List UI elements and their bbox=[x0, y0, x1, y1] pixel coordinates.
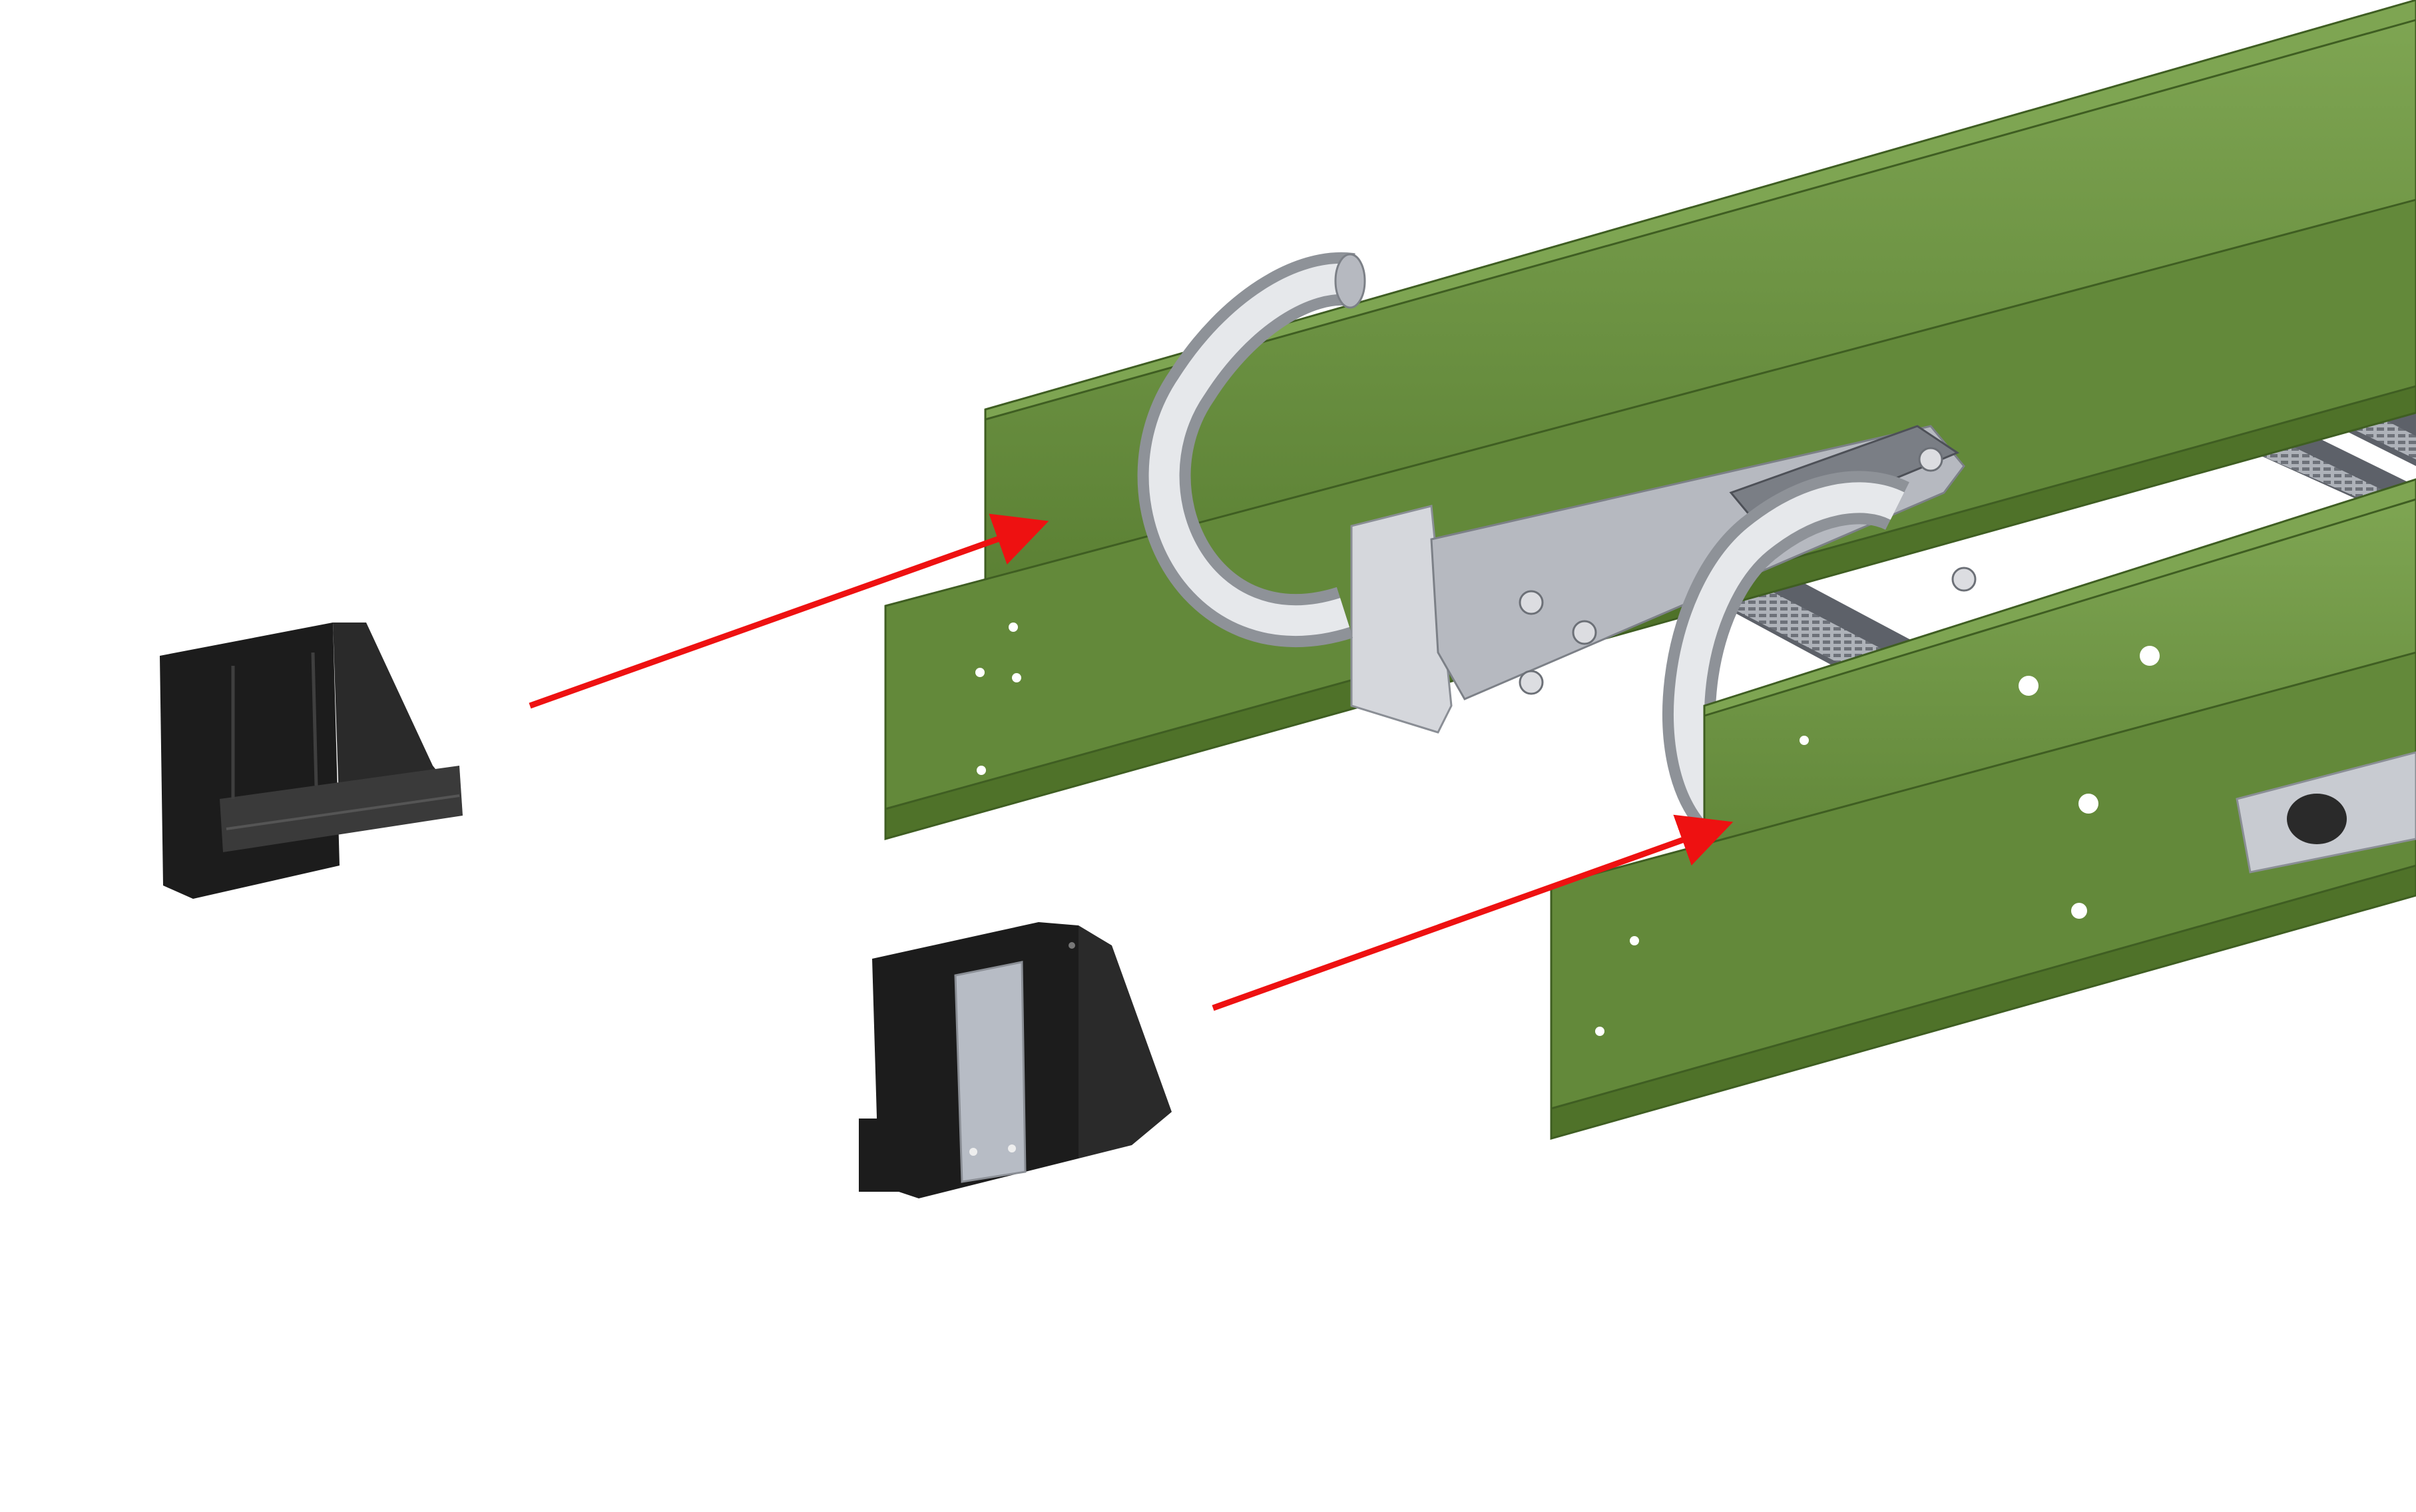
bolt-head bbox=[1951, 567, 1977, 592]
rivet bbox=[1008, 1144, 1016, 1152]
cap-tab bbox=[859, 1119, 899, 1192]
cap-rib bbox=[226, 794, 460, 830]
tube-handles bbox=[1137, 252, 1909, 839]
rail-hole bbox=[1009, 623, 1018, 632]
cap-side-gusset bbox=[1079, 925, 1172, 1158]
end-cap-upper bbox=[160, 623, 463, 899]
rail-hole bbox=[975, 668, 985, 677]
bolt-head bbox=[1519, 670, 1544, 695]
bolt-head bbox=[1519, 590, 1544, 615]
rail-hole bbox=[977, 766, 986, 775]
rail-hole bbox=[2019, 676, 2039, 696]
cap-wear-strip bbox=[954, 961, 1027, 1183]
rail-hole bbox=[1630, 936, 1639, 945]
rivet bbox=[1069, 942, 1075, 949]
rail-hole bbox=[1012, 673, 1021, 682]
rail-lower-web bbox=[1550, 651, 2416, 1127]
bolt-head bbox=[1918, 447, 1943, 472]
rail-hole bbox=[2078, 794, 2098, 814]
cap-rib bbox=[311, 652, 318, 786]
cap-foot bbox=[220, 766, 463, 852]
rail-bottom-flange bbox=[1550, 864, 2416, 1140]
curved-tube-right-highlight bbox=[1674, 482, 1905, 831]
hanger-block bbox=[1350, 505, 1453, 734]
mount-bushing bbox=[2287, 794, 2347, 844]
right-chassis-rail bbox=[1550, 478, 2416, 1140]
rail-hole bbox=[1800, 736, 1809, 745]
tube-end bbox=[1334, 253, 1366, 309]
cap-side-gusset bbox=[333, 623, 459, 819]
rail-hole bbox=[2071, 903, 2087, 919]
insert-arrow-upper bbox=[529, 513, 1049, 709]
curved-tube-left-highlight bbox=[1148, 263, 1354, 636]
bolt-head bbox=[1572, 620, 1597, 645]
rivet bbox=[969, 1148, 977, 1156]
insert-arrow-lower bbox=[1212, 814, 1734, 1011]
end-cap-lower bbox=[859, 922, 1172, 1198]
rail-hole bbox=[1595, 1027, 1604, 1036]
rail-hole bbox=[2140, 646, 2160, 666]
